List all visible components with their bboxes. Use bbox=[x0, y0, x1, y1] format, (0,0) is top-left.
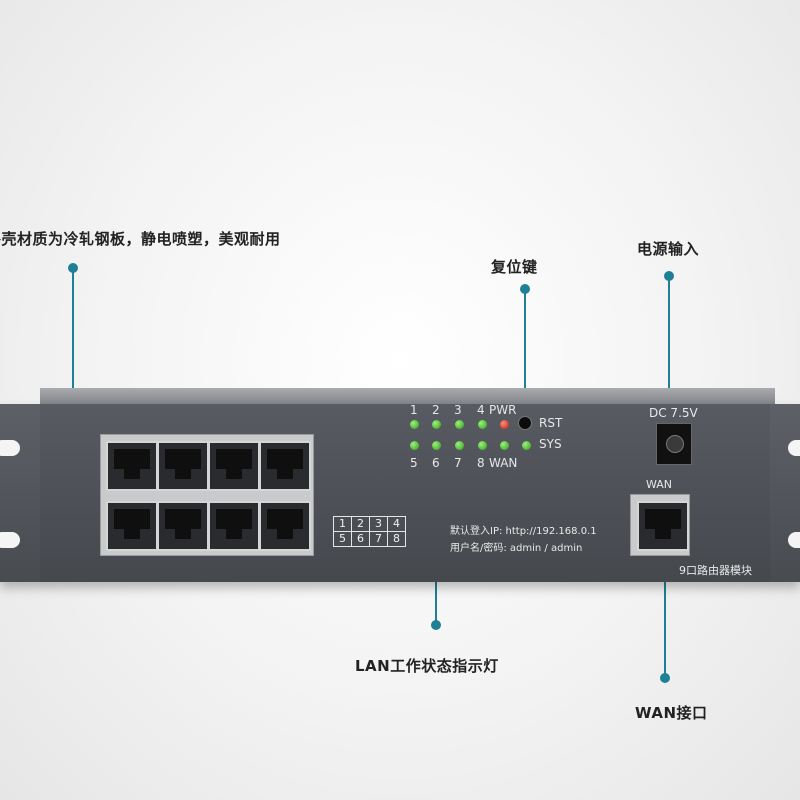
lan-port-2[interactable] bbox=[157, 441, 209, 491]
lan-port-7[interactable] bbox=[208, 501, 260, 551]
port-number: 4 bbox=[387, 516, 406, 532]
mount-hole bbox=[788, 532, 800, 548]
port-number: 1 bbox=[333, 516, 352, 532]
dc-power-jack[interactable] bbox=[656, 423, 692, 465]
led-pwr bbox=[500, 420, 509, 429]
led-1 bbox=[410, 420, 419, 429]
led-label-pwr: PWR bbox=[489, 403, 517, 417]
module-label: 9口路由器模块 bbox=[679, 564, 752, 577]
chassis-top-edge bbox=[40, 388, 775, 406]
lan-port-5[interactable] bbox=[106, 501, 158, 551]
lan-port-8[interactable] bbox=[259, 501, 311, 551]
reset-callout-dot bbox=[520, 284, 530, 294]
port-number: 5 bbox=[333, 531, 352, 547]
lan-port-4[interactable] bbox=[259, 441, 311, 491]
left-mount-ear bbox=[0, 404, 40, 582]
led-5 bbox=[410, 441, 419, 450]
port-number: 6 bbox=[351, 531, 370, 547]
lan-led-callout: LAN工作状态指示灯 bbox=[355, 657, 499, 675]
shell-callout: 外壳材质为冷轧钢板，静电喷塑，美观耐用 bbox=[0, 230, 281, 248]
led-label-2: 2 bbox=[432, 403, 440, 417]
led-wan bbox=[500, 441, 509, 450]
reset-callout-line bbox=[524, 293, 526, 415]
credentials-text: 用户名/密码: admin / admin bbox=[450, 543, 583, 554]
default-ip-text: 默认登入IP: http://192.168.0.1 bbox=[450, 526, 597, 537]
lan-led-callout-dot bbox=[431, 620, 441, 630]
led-label-wan: WAN bbox=[489, 456, 518, 470]
led-label-6: 6 bbox=[432, 456, 440, 470]
power-callout-dot bbox=[664, 271, 674, 281]
port-number: 7 bbox=[369, 531, 388, 547]
mount-hole bbox=[0, 440, 20, 456]
led-7 bbox=[455, 441, 464, 450]
lan-port-block bbox=[100, 434, 314, 556]
led-label-7: 7 bbox=[454, 456, 462, 470]
wan-port-label: WAN bbox=[646, 478, 673, 491]
port-number: 3 bbox=[369, 516, 388, 532]
led-label-1: 1 bbox=[410, 403, 418, 417]
led-label-sys: SYS bbox=[539, 437, 562, 451]
led-sys bbox=[522, 441, 531, 450]
dc-label: DC 7.5V bbox=[649, 406, 698, 420]
led-3 bbox=[455, 420, 464, 429]
lan-port-3[interactable] bbox=[208, 441, 260, 491]
led-8 bbox=[478, 441, 487, 450]
led-label-5: 5 bbox=[410, 456, 418, 470]
right-mount-ear bbox=[770, 404, 800, 582]
port-number-grid: 1 2 3 4 5 6 7 8 bbox=[333, 516, 406, 547]
led-label-3: 3 bbox=[454, 403, 462, 417]
shell-callout-dot bbox=[68, 263, 78, 273]
shell-callout-line bbox=[72, 272, 74, 390]
power-callout-line bbox=[668, 280, 670, 425]
mount-hole bbox=[0, 532, 20, 548]
wan-callout-dot bbox=[660, 673, 670, 683]
port-number: 8 bbox=[387, 531, 406, 547]
lan-port-1[interactable] bbox=[106, 441, 158, 491]
led-label-rst: RST bbox=[539, 416, 563, 430]
led-2 bbox=[432, 420, 441, 429]
wan-callout-line bbox=[664, 530, 666, 675]
wan-callout: WAN接口 bbox=[635, 704, 708, 722]
led-label-4: 4 bbox=[477, 403, 485, 417]
wan-port-frame bbox=[630, 494, 690, 556]
mount-hole bbox=[788, 440, 800, 456]
led-label-8: 8 bbox=[477, 456, 485, 470]
reset-button[interactable] bbox=[518, 416, 532, 430]
led-6 bbox=[432, 441, 441, 450]
led-4 bbox=[478, 420, 487, 429]
wan-port[interactable] bbox=[637, 501, 689, 551]
reset-callout: 复位键 bbox=[491, 258, 538, 276]
lan-port-6[interactable] bbox=[157, 501, 209, 551]
power-callout: 电源输入 bbox=[637, 240, 700, 258]
port-number: 2 bbox=[351, 516, 370, 532]
